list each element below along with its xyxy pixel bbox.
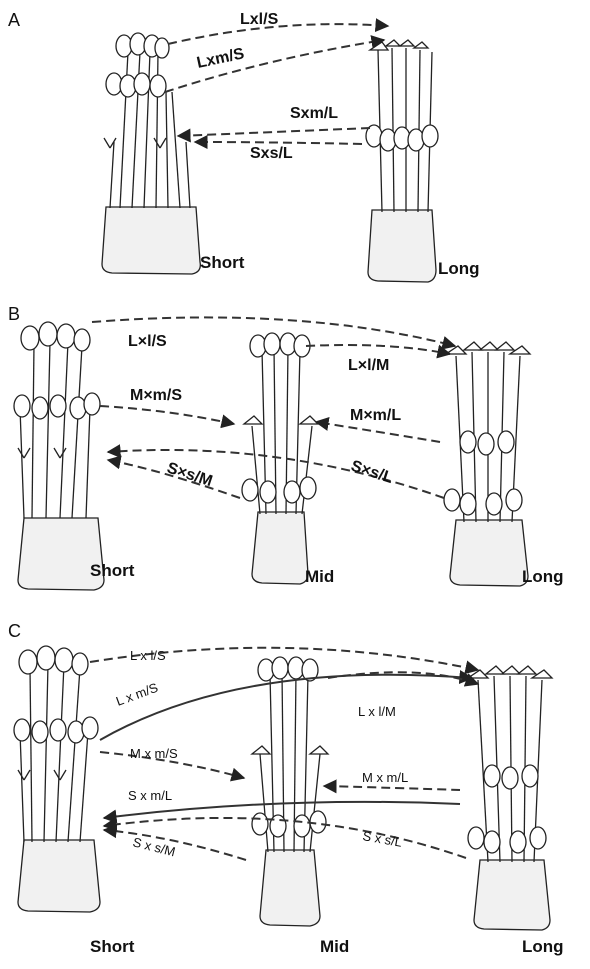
cross-label: L×l/S — [128, 333, 167, 350]
morph-label: Short — [90, 561, 135, 580]
morph-label: Short — [200, 253, 245, 272]
calyx — [450, 520, 528, 586]
cross-arrow — [316, 422, 440, 442]
anthers-upper — [19, 646, 88, 675]
calyx — [102, 207, 200, 274]
calyx — [260, 850, 320, 926]
anthers — [366, 125, 438, 151]
anthers-middle — [14, 717, 98, 743]
cross-label: L x l/M — [358, 704, 396, 719]
cross-label: S x m/L — [128, 788, 172, 803]
cross-label: M×m/L — [350, 407, 401, 424]
stigmas — [370, 40, 428, 50]
cross-label: M×m/S — [130, 387, 182, 404]
cross-label: M x m/L — [362, 770, 408, 785]
cross-label: Sxs/L — [250, 145, 293, 162]
cross-arrow — [104, 802, 460, 818]
long-morph-flower — [468, 666, 552, 930]
stigmas — [244, 416, 318, 424]
anthers-middle — [106, 73, 166, 97]
cross-label: Sxm/L — [290, 105, 338, 122]
anthers-middle — [460, 431, 514, 455]
anthers-upper — [116, 33, 169, 58]
morph-label: Long — [522, 567, 564, 586]
panel-a: A Short — [8, 10, 480, 282]
panel-c: C Short — [8, 621, 564, 956]
panel-letter: C — [8, 621, 21, 641]
anthers-middle — [14, 393, 100, 419]
cross-label: Lxm/S — [195, 45, 246, 72]
cross-label: S×s/M — [165, 460, 215, 491]
panel-b: B Short — [8, 304, 564, 590]
short-morph-flower — [102, 33, 200, 274]
anthers-lower — [444, 489, 522, 515]
stamens — [110, 52, 190, 208]
stamens — [20, 342, 90, 518]
cross-label: L x m/S — [114, 680, 160, 709]
short-styles — [18, 448, 66, 458]
cross-arrow — [324, 786, 460, 790]
mid-morph-flower — [252, 657, 328, 926]
cross-arrow — [100, 406, 234, 424]
cross-arrow — [195, 142, 362, 144]
morph-label: Long — [522, 937, 564, 956]
calyx — [252, 512, 308, 584]
cross-label: L x l/S — [130, 648, 166, 663]
stigmas — [252, 746, 328, 754]
morph-label: Mid — [305, 567, 334, 586]
cross-label: M x m/S — [130, 746, 178, 761]
cross-label: S x s/L — [361, 828, 403, 850]
calyx — [368, 210, 436, 282]
anthers-lower — [242, 477, 316, 503]
calyx — [474, 860, 550, 930]
panel-letter: B — [8, 304, 20, 324]
cross-label: S×s/L — [349, 458, 395, 488]
cross-arrow — [178, 128, 370, 136]
stamens — [20, 664, 88, 842]
cross-label: Lxl/S — [240, 11, 279, 28]
anthers-upper — [21, 322, 90, 351]
anthers-upper — [258, 657, 318, 681]
morph-label: Mid — [320, 937, 349, 956]
cross-arrow — [306, 345, 450, 354]
calyx — [18, 840, 100, 912]
cross-label: L×l/M — [348, 357, 389, 374]
morph-label: Long — [438, 259, 480, 278]
long-morph-flower — [444, 342, 530, 586]
anthers-middle — [484, 765, 538, 789]
anthers-upper — [250, 333, 310, 357]
long-morph-flower — [366, 40, 438, 282]
panel-letter: A — [8, 10, 20, 30]
cross-label: S x s/M — [131, 834, 177, 859]
morph-label: Short — [90, 937, 135, 956]
short-morph-flower — [14, 646, 100, 912]
short-morph-flower — [14, 322, 104, 590]
